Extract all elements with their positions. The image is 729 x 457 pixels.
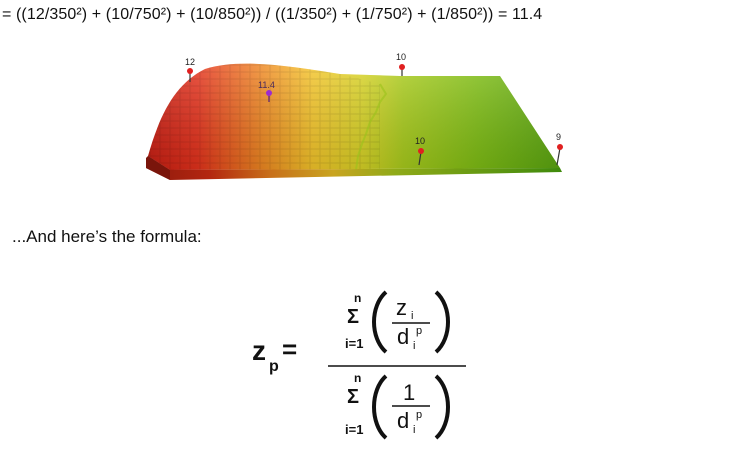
- surface-front: [146, 156, 562, 180]
- estimate-marker-11-4: 11.4: [258, 80, 275, 102]
- svg-text:12: 12: [185, 57, 195, 67]
- den-d-sub: i: [413, 424, 415, 436]
- num-z-sub: i: [411, 310, 413, 322]
- svg-text:10: 10: [415, 136, 425, 146]
- num-d-sub: i: [413, 340, 415, 352]
- surface-block-grid: [148, 63, 380, 170]
- sample-marker-10-top: 10: [396, 52, 406, 76]
- num-sum-symbol: Σ: [347, 306, 359, 328]
- num-d-sup: p: [416, 325, 422, 337]
- intro-text: ...And here’s the formula:: [12, 227, 202, 246]
- den-d-sup: p: [416, 409, 422, 421]
- num-d: d: [397, 324, 409, 349]
- den-d: d: [397, 408, 409, 433]
- svg-text:11.4: 11.4: [258, 80, 275, 90]
- sample-marker-9: 9: [556, 132, 563, 166]
- formula-lhs-z: z: [252, 335, 266, 366]
- num-z: z: [396, 295, 407, 320]
- den-sum-lower: i=1: [345, 422, 363, 437]
- surface-front-lower: [146, 156, 170, 180]
- interpolated-surface: 12 11.4 10 10 9: [146, 52, 563, 180]
- den-sum-upper: n: [354, 371, 361, 385]
- idw-formula: z p = n Σ i=1 z i d i p n Σ i=1 1 d i p: [252, 290, 466, 440]
- num-sum-lower: i=1: [345, 336, 363, 351]
- surface-step-edge: [355, 83, 388, 171]
- den-right-paren: [434, 374, 450, 440]
- formula-equals: =: [282, 334, 297, 364]
- sample-marker-12: 12: [185, 57, 195, 82]
- den-one: 1: [403, 380, 415, 405]
- den-left-paren: [372, 374, 388, 440]
- formula-lhs-sub-p: p: [269, 358, 279, 375]
- calculation-line: = ((12/350²) + (10/750²) + (10/850²)) / …: [2, 6, 543, 23]
- svg-text:10: 10: [396, 52, 406, 62]
- den-sum-symbol: Σ: [347, 386, 359, 408]
- num-left-paren: [372, 290, 388, 354]
- num-sum-upper: n: [354, 291, 361, 305]
- sample-marker-10-mid: 10: [415, 136, 425, 166]
- num-right-paren: [434, 290, 450, 354]
- svg-text:9: 9: [556, 132, 561, 142]
